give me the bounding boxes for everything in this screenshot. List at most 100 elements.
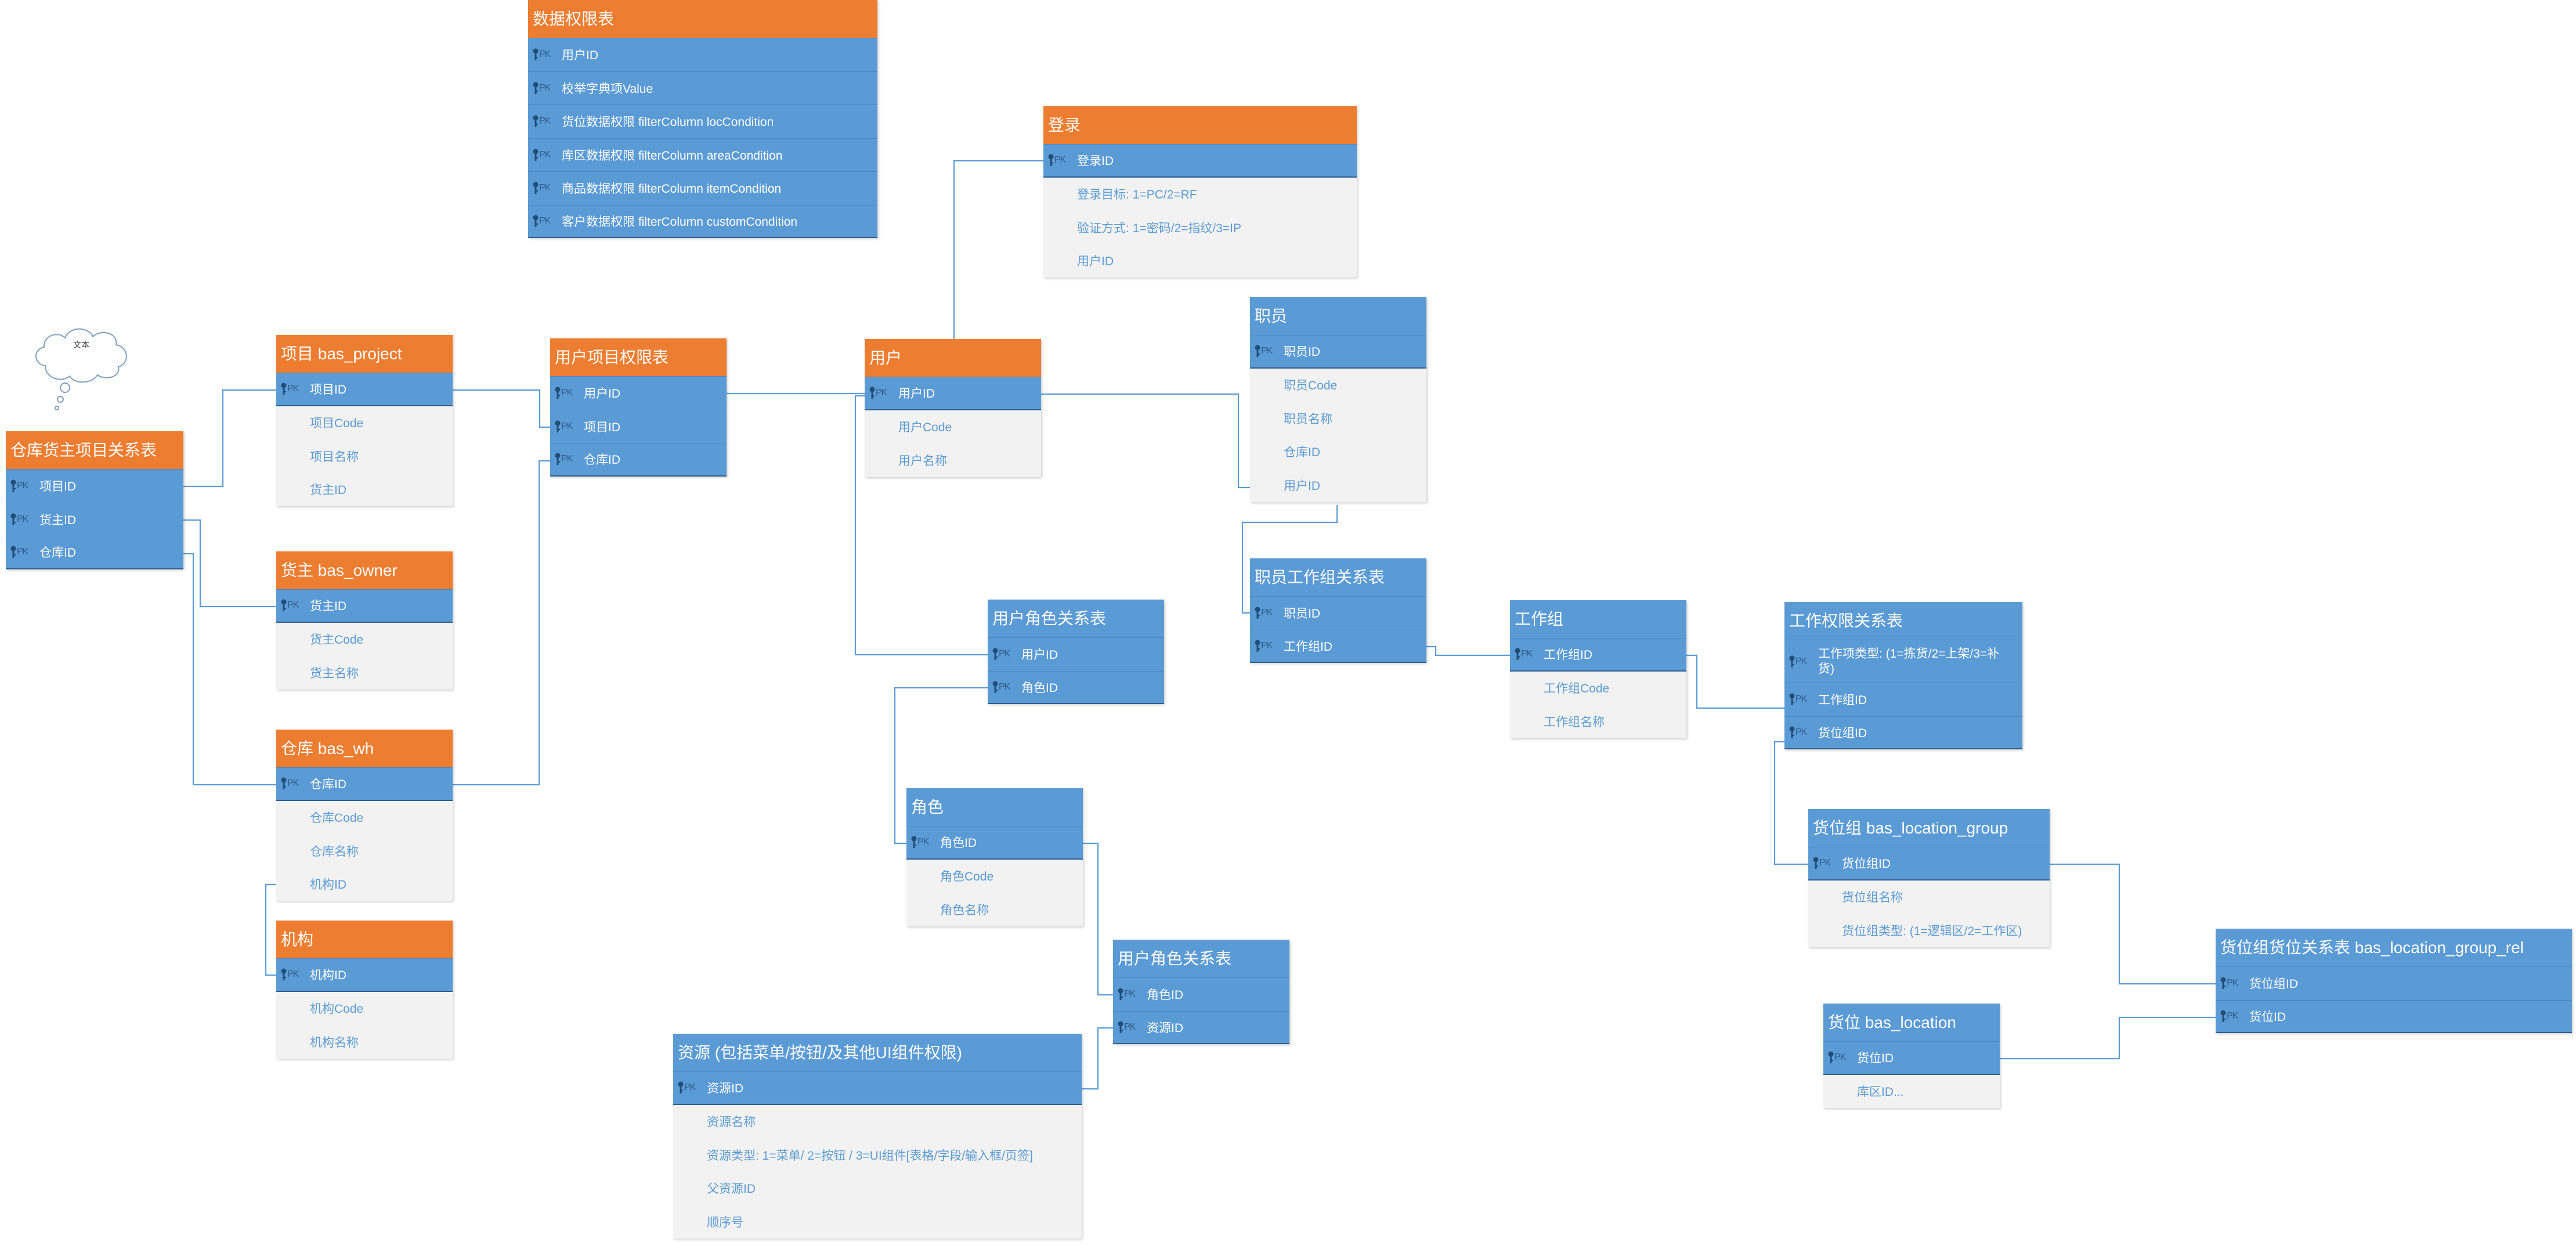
attribute-field-row[interactable]: 工作组名称 (1510, 705, 1686, 738)
key-icon: PK (532, 215, 551, 228)
attribute-field-row[interactable]: 项目名称 (276, 439, 453, 473)
attribute-field-row[interactable]: 货主Code (276, 622, 453, 656)
attribute-field-row[interactable]: 职员Code (1250, 368, 1426, 402)
attribute-field-row[interactable]: 仓库名称 (276, 834, 453, 868)
attribute-field-row[interactable]: 顺序号 (673, 1205, 1082, 1239)
key-icon: PK (1254, 345, 1273, 358)
attribute-field-row[interactable]: 角色Code (906, 859, 1083, 893)
attribute-field-row[interactable]: 父资源ID (673, 1171, 1082, 1205)
attribute-field-row[interactable]: 库区ID... (1823, 1074, 2000, 1108)
attribute-field-row[interactable]: 工作组Code (1510, 671, 1686, 705)
field-label: 机构ID (310, 878, 346, 892)
attribute-field-row[interactable]: 职员名称 (1250, 402, 1426, 435)
key-icon: PK (532, 182, 551, 194)
attribute-field-row[interactable]: 用户名称 (865, 443, 1041, 477)
attribute-field-row[interactable]: 用户ID (1250, 468, 1426, 502)
attribute-field-row[interactable]: 资源名称 (673, 1105, 1082, 1138)
attribute-field-row[interactable]: 用户ID (1043, 244, 1357, 277)
attribute-field-row[interactable]: 仓库Code (276, 800, 453, 834)
attribute-field-row[interactable]: 机构名称 (276, 1025, 453, 1059)
field-label: 用户ID (584, 387, 620, 401)
attribute-field-row[interactable]: 仓库ID (1250, 435, 1426, 468)
field-label: 职员Code (1284, 379, 1338, 393)
key-icon: PK (869, 387, 887, 399)
attribute-field-row[interactable]: 用户Code (865, 410, 1041, 443)
key-icon: PK (1827, 1051, 1846, 1064)
attribute-field-row[interactable]: 项目Code (276, 406, 453, 439)
field-label: 货位组ID (2249, 977, 2298, 991)
attribute-field-row[interactable]: 货位组类型: (1=逻辑区/2=工作区) (1808, 914, 2050, 947)
link-work-perm (1686, 654, 1784, 709)
attribute-field-row[interactable]: 机构ID (276, 867, 453, 901)
attribute-field-row[interactable]: 货主ID (276, 472, 453, 506)
attribute-field-row[interactable]: 机构Code (276, 991, 453, 1025)
attribute-field-row[interactable]: 登录目标: 1=PC/2=RF (1043, 177, 1357, 211)
attribute-field-row[interactable]: 资源类型: 1=菜单/ 2=按钮 / 3=UI组件[表格/字段/输入框/页签] (673, 1138, 1082, 1172)
attribute-field-row[interactable]: 货主名称 (276, 656, 453, 690)
key-icon: PK (532, 149, 551, 161)
field-label: 用户ID (1284, 479, 1320, 493)
field-label: 货位组名称 (1842, 891, 1903, 905)
key-icon: PK (1789, 655, 1807, 668)
attribute-field-row[interactable]: 验证方式: 1=密码/2=指纹/3=IP (1043, 211, 1357, 244)
attribute-field-row[interactable]: 角色名称 (906, 893, 1083, 926)
key-icon: PK (1789, 693, 1807, 706)
attribute-field-row[interactable]: 货位组名称 (1808, 880, 2050, 914)
